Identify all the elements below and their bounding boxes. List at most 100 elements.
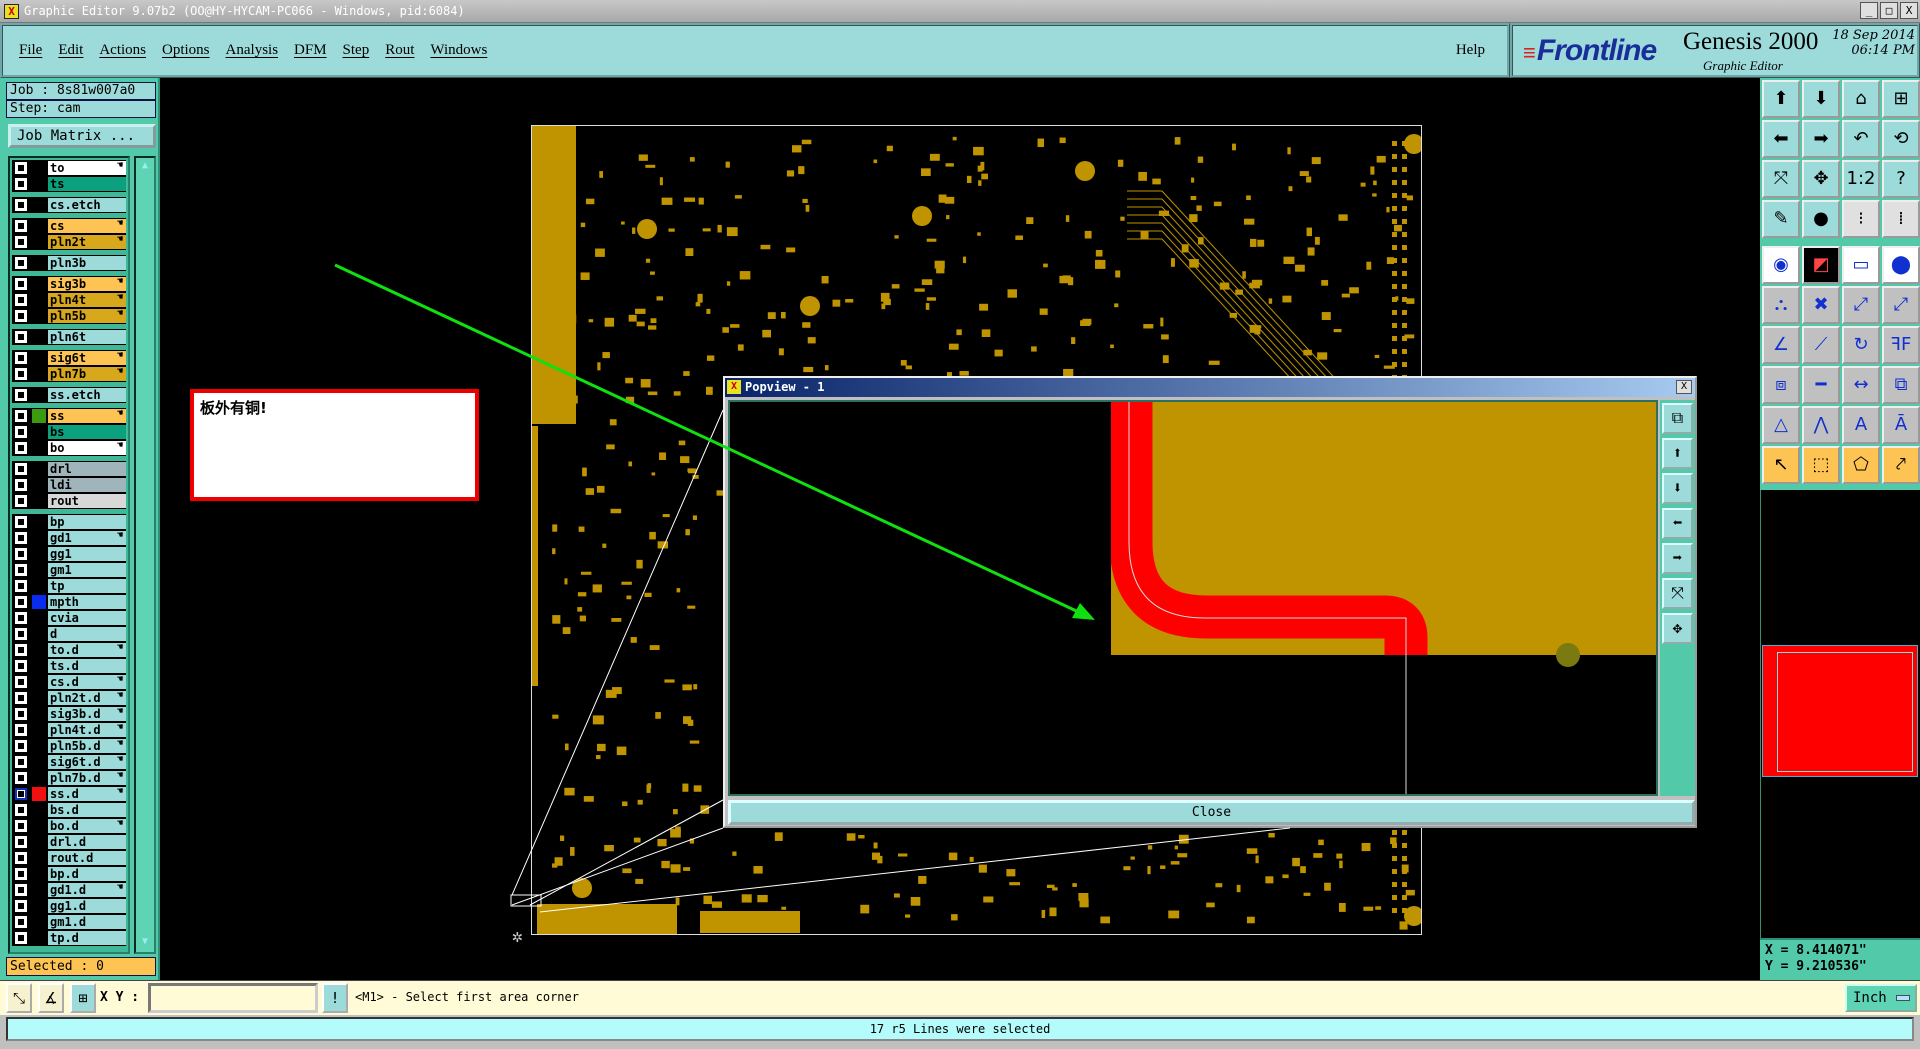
layer-checkbox[interactable] xyxy=(15,495,27,507)
layer-checkbox[interactable] xyxy=(15,178,27,190)
measure-area-icon[interactable]: ◩ xyxy=(1802,246,1840,284)
pan-left-icon[interactable]: ⬅ xyxy=(1662,508,1693,539)
layer-name[interactable]: ss.d xyxy=(48,787,126,801)
layer-row[interactable]: ss.etch xyxy=(12,387,126,403)
redraw-icon[interactable]: ⟲ xyxy=(1882,120,1920,158)
maximize-button[interactable]: □ xyxy=(1880,2,1898,19)
layer-checkbox[interactable] xyxy=(15,676,27,688)
layer-name[interactable]: to xyxy=(48,161,126,175)
layer-name[interactable]: gg1.d xyxy=(48,899,126,913)
layer-checkbox[interactable] xyxy=(15,278,27,290)
layer-checkbox[interactable] xyxy=(15,724,27,736)
layer-name[interactable]: gd1 xyxy=(48,531,126,545)
layer-name[interactable]: cs.etch xyxy=(48,198,126,212)
scroll-up-icon[interactable]: ▲ xyxy=(141,160,149,171)
layer-name[interactable]: rout xyxy=(48,494,126,508)
layer-checkbox[interactable] xyxy=(15,788,27,800)
undo-view-icon[interactable]: ↶ xyxy=(1842,120,1880,158)
layer-name[interactable]: pln2t xyxy=(48,235,126,249)
layer-checkbox[interactable] xyxy=(15,596,27,608)
layer-name[interactable]: tp xyxy=(48,579,126,593)
layer-checkbox[interactable] xyxy=(15,612,27,624)
layer-name[interactable]: gm1 xyxy=(48,563,126,577)
layer-name[interactable]: pln5b.d xyxy=(48,739,126,753)
layer-checkbox[interactable] xyxy=(15,836,27,848)
layer-checkbox[interactable] xyxy=(15,463,27,475)
layer-row[interactable]: gm1 xyxy=(12,562,126,578)
layer-checkbox[interactable] xyxy=(15,740,27,752)
layer-name[interactable]: sig6t xyxy=(48,351,126,365)
menu-rout[interactable]: Rout xyxy=(385,42,415,58)
layer-checkbox[interactable] xyxy=(15,442,27,454)
layer-row[interactable]: sig6t.d☚ xyxy=(12,754,126,770)
layer-row[interactable]: bp xyxy=(12,514,126,530)
layer-checkbox[interactable] xyxy=(15,548,27,560)
layer-checkbox[interactable] xyxy=(15,532,27,544)
layer-row[interactable]: cvia xyxy=(12,610,126,626)
layer-name[interactable]: pln2t.d xyxy=(48,691,126,705)
layer-name[interactable]: mpth xyxy=(48,595,126,609)
layer-list-scrollbar[interactable]: ▲ ▼ xyxy=(134,156,156,954)
selected-trace[interactable] xyxy=(1111,402,1428,662)
rotate-icon[interactable]: ↻ xyxy=(1842,326,1880,364)
layer-name[interactable]: pln6t xyxy=(48,330,126,344)
layer-row[interactable]: ts xyxy=(12,176,126,192)
layer-row[interactable]: bs.d xyxy=(12,802,126,818)
layer-checkbox[interactable] xyxy=(15,772,27,784)
layer-row[interactable]: pln4t.d☚ xyxy=(12,722,126,738)
layer-row[interactable]: sig3b.d☚ xyxy=(12,706,126,722)
zoom-window-icon[interactable]: ⧉ xyxy=(1662,403,1693,434)
popview-close-button[interactable]: Close xyxy=(728,800,1695,825)
move-icon[interactable]: ⧈ xyxy=(1762,366,1800,404)
layer-checkbox[interactable] xyxy=(15,692,27,704)
layer-checkbox[interactable] xyxy=(15,884,27,896)
layer-row[interactable]: pln7b☚ xyxy=(12,366,126,382)
layer-checkbox[interactable] xyxy=(15,352,27,364)
layer-name[interactable]: to.d xyxy=(48,643,126,657)
layer-checkbox[interactable] xyxy=(15,310,27,322)
angle-snap-icon[interactable]: ∡ xyxy=(38,983,64,1013)
popview-close-x-button[interactable]: X xyxy=(1676,380,1692,394)
arc-a-icon[interactable]: A xyxy=(1842,406,1880,444)
layer-row[interactable]: gg1 xyxy=(12,546,126,562)
select-feature-icon[interactable]: ◉ xyxy=(1762,246,1800,284)
layer-row[interactable]: rout.d xyxy=(12,850,126,866)
layer-name[interactable]: ldi xyxy=(48,478,126,492)
layer-row[interactable]: gg1.d xyxy=(12,898,126,914)
layer-row[interactable]: ts.d xyxy=(12,658,126,674)
layer-row[interactable]: pln4t☚ xyxy=(12,292,126,308)
mirror-icon[interactable]: ꟻF xyxy=(1882,326,1920,364)
layer-checkbox[interactable] xyxy=(15,644,27,656)
split-line-icon[interactable]: ━ xyxy=(1802,366,1840,404)
layer-row[interactable]: pln5b.d☚ xyxy=(12,738,126,754)
layer-row[interactable]: gd1.d☚ xyxy=(12,882,126,898)
layer-name[interactable]: d xyxy=(48,627,126,641)
job-matrix-button[interactable]: Job Matrix ... xyxy=(8,124,156,148)
scroll-down-icon[interactable]: ▼ xyxy=(141,936,149,947)
menu-file[interactable]: File xyxy=(19,42,43,58)
menu-analysis[interactable]: Analysis xyxy=(225,42,279,58)
zoom-in-icon[interactable]: ✥ xyxy=(1802,160,1840,198)
layer-checkbox[interactable] xyxy=(15,257,27,269)
layer-name[interactable]: pln4t xyxy=(48,293,126,307)
layer-name[interactable]: cs xyxy=(48,219,126,233)
layer-row[interactable]: gd1☚ xyxy=(12,530,126,546)
layer-name[interactable]: bo.d xyxy=(48,819,126,833)
layer-checkbox[interactable] xyxy=(15,708,27,720)
layer-row[interactable]: d xyxy=(12,626,126,642)
layer-checkbox[interactable] xyxy=(15,852,27,864)
layer-checkbox[interactable] xyxy=(15,199,27,211)
menu-actions[interactable]: Actions xyxy=(99,42,147,58)
pointer-box-icon[interactable]: ⬚ xyxy=(1802,446,1840,484)
pan-right-icon[interactable]: ➡ xyxy=(1802,120,1840,158)
layer-checkbox[interactable] xyxy=(15,820,27,832)
layer-name[interactable]: drl xyxy=(48,462,126,476)
layer-row[interactable]: pln2t☚ xyxy=(12,234,126,250)
net-display-icon[interactable]: ⁝ xyxy=(1842,200,1880,238)
layer-name[interactable]: bo xyxy=(48,441,126,455)
layer-row[interactable]: pln2t.d☚ xyxy=(12,690,126,706)
layer-name[interactable]: tp.d xyxy=(48,931,126,945)
layer-name[interactable]: pln5b xyxy=(48,309,126,323)
layer-checkbox[interactable] xyxy=(15,162,27,174)
